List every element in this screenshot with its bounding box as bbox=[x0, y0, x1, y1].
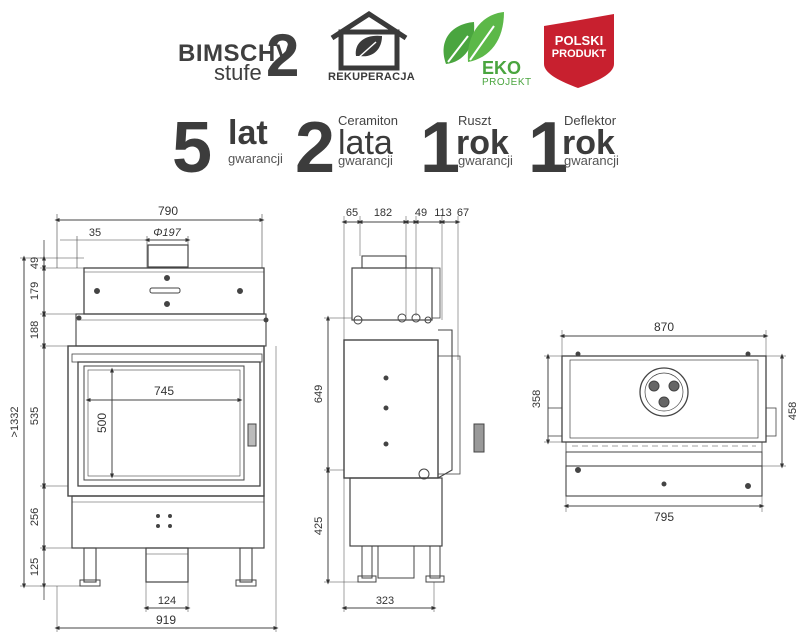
guarantee-ruszt-top: Ruszt bbox=[458, 113, 492, 128]
guarantee-deflektor-number: 1 bbox=[528, 108, 569, 188]
dim-flue-diameter: Φ197 bbox=[153, 227, 181, 239]
guarantee-ruszt-word: rok bbox=[456, 124, 509, 162]
side-dim-323: 323 bbox=[376, 595, 394, 607]
eko-label: EKO bbox=[482, 58, 522, 78]
dim-790: 790 bbox=[158, 204, 178, 218]
polski-produkt-badge bbox=[544, 14, 614, 88]
guarantee-ruszt-sub: gwarancji bbox=[458, 153, 513, 168]
top-view bbox=[544, 330, 786, 512]
house-leaf-icon bbox=[330, 11, 408, 71]
dim-124: 124 bbox=[158, 595, 176, 607]
top-dim-358: 358 bbox=[531, 390, 543, 408]
dim-49: 49 bbox=[29, 257, 41, 269]
guarantee-deflektor-top: Deflektor bbox=[564, 113, 617, 128]
dim-125: 125 bbox=[29, 558, 41, 576]
guarantee-5-sub: gwarancji bbox=[228, 151, 283, 166]
guarantee-5-word: lat bbox=[228, 114, 268, 152]
dim-256: 256 bbox=[29, 508, 41, 526]
side-dim-182: 182 bbox=[374, 207, 392, 219]
guarantee-2-number: 2 bbox=[295, 108, 336, 188]
produkt-label: PRODUKT bbox=[551, 48, 607, 60]
top-dim-458: 458 bbox=[787, 402, 799, 420]
side-dim-67: 67 bbox=[457, 207, 469, 219]
green-leaves-icon bbox=[443, 12, 504, 64]
bimsch-number: 2 bbox=[266, 22, 300, 89]
dim-919: 919 bbox=[156, 613, 176, 627]
eko-projekt-label: PROJEKT bbox=[482, 77, 532, 88]
polski-label: POLSKI bbox=[554, 33, 604, 48]
dim-35: 35 bbox=[89, 227, 101, 239]
dim-500: 500 bbox=[95, 413, 109, 433]
guarantee-ruszt-number: 1 bbox=[420, 108, 461, 188]
side-dim-649: 649 bbox=[313, 385, 325, 403]
guarantee-deflektor-word: rok bbox=[562, 124, 615, 162]
dim-total-height: >1332 bbox=[9, 407, 21, 438]
guarantee-5-number: 5 bbox=[172, 108, 213, 188]
bimsch-stufe: stufe bbox=[214, 60, 262, 85]
top-dim-870: 870 bbox=[654, 320, 674, 334]
side-dim-49: 49 bbox=[415, 207, 427, 219]
side-dim-65: 65 bbox=[346, 207, 358, 219]
guarantee-deflektor-sub: gwarancji bbox=[564, 153, 619, 168]
dim-188: 188 bbox=[29, 321, 41, 339]
top-dim-795: 795 bbox=[654, 510, 674, 524]
dim-179: 179 bbox=[29, 282, 41, 300]
rekuperacja-label: REKUPERACJA bbox=[328, 71, 416, 83]
bimsch-title: BIMSCHV bbox=[178, 40, 293, 67]
dim-535: 535 bbox=[29, 407, 41, 425]
dim-745: 745 bbox=[154, 384, 174, 398]
front-view bbox=[20, 214, 279, 632]
side-dim-425: 425 bbox=[313, 517, 325, 535]
side-dim-113: 113 bbox=[434, 207, 452, 219]
guarantee-2-sub: gwarancji bbox=[338, 153, 393, 168]
guarantee-2-top: Ceramiton bbox=[338, 113, 398, 128]
side-view bbox=[324, 216, 485, 612]
guarantee-2-word: lata bbox=[338, 124, 393, 162]
